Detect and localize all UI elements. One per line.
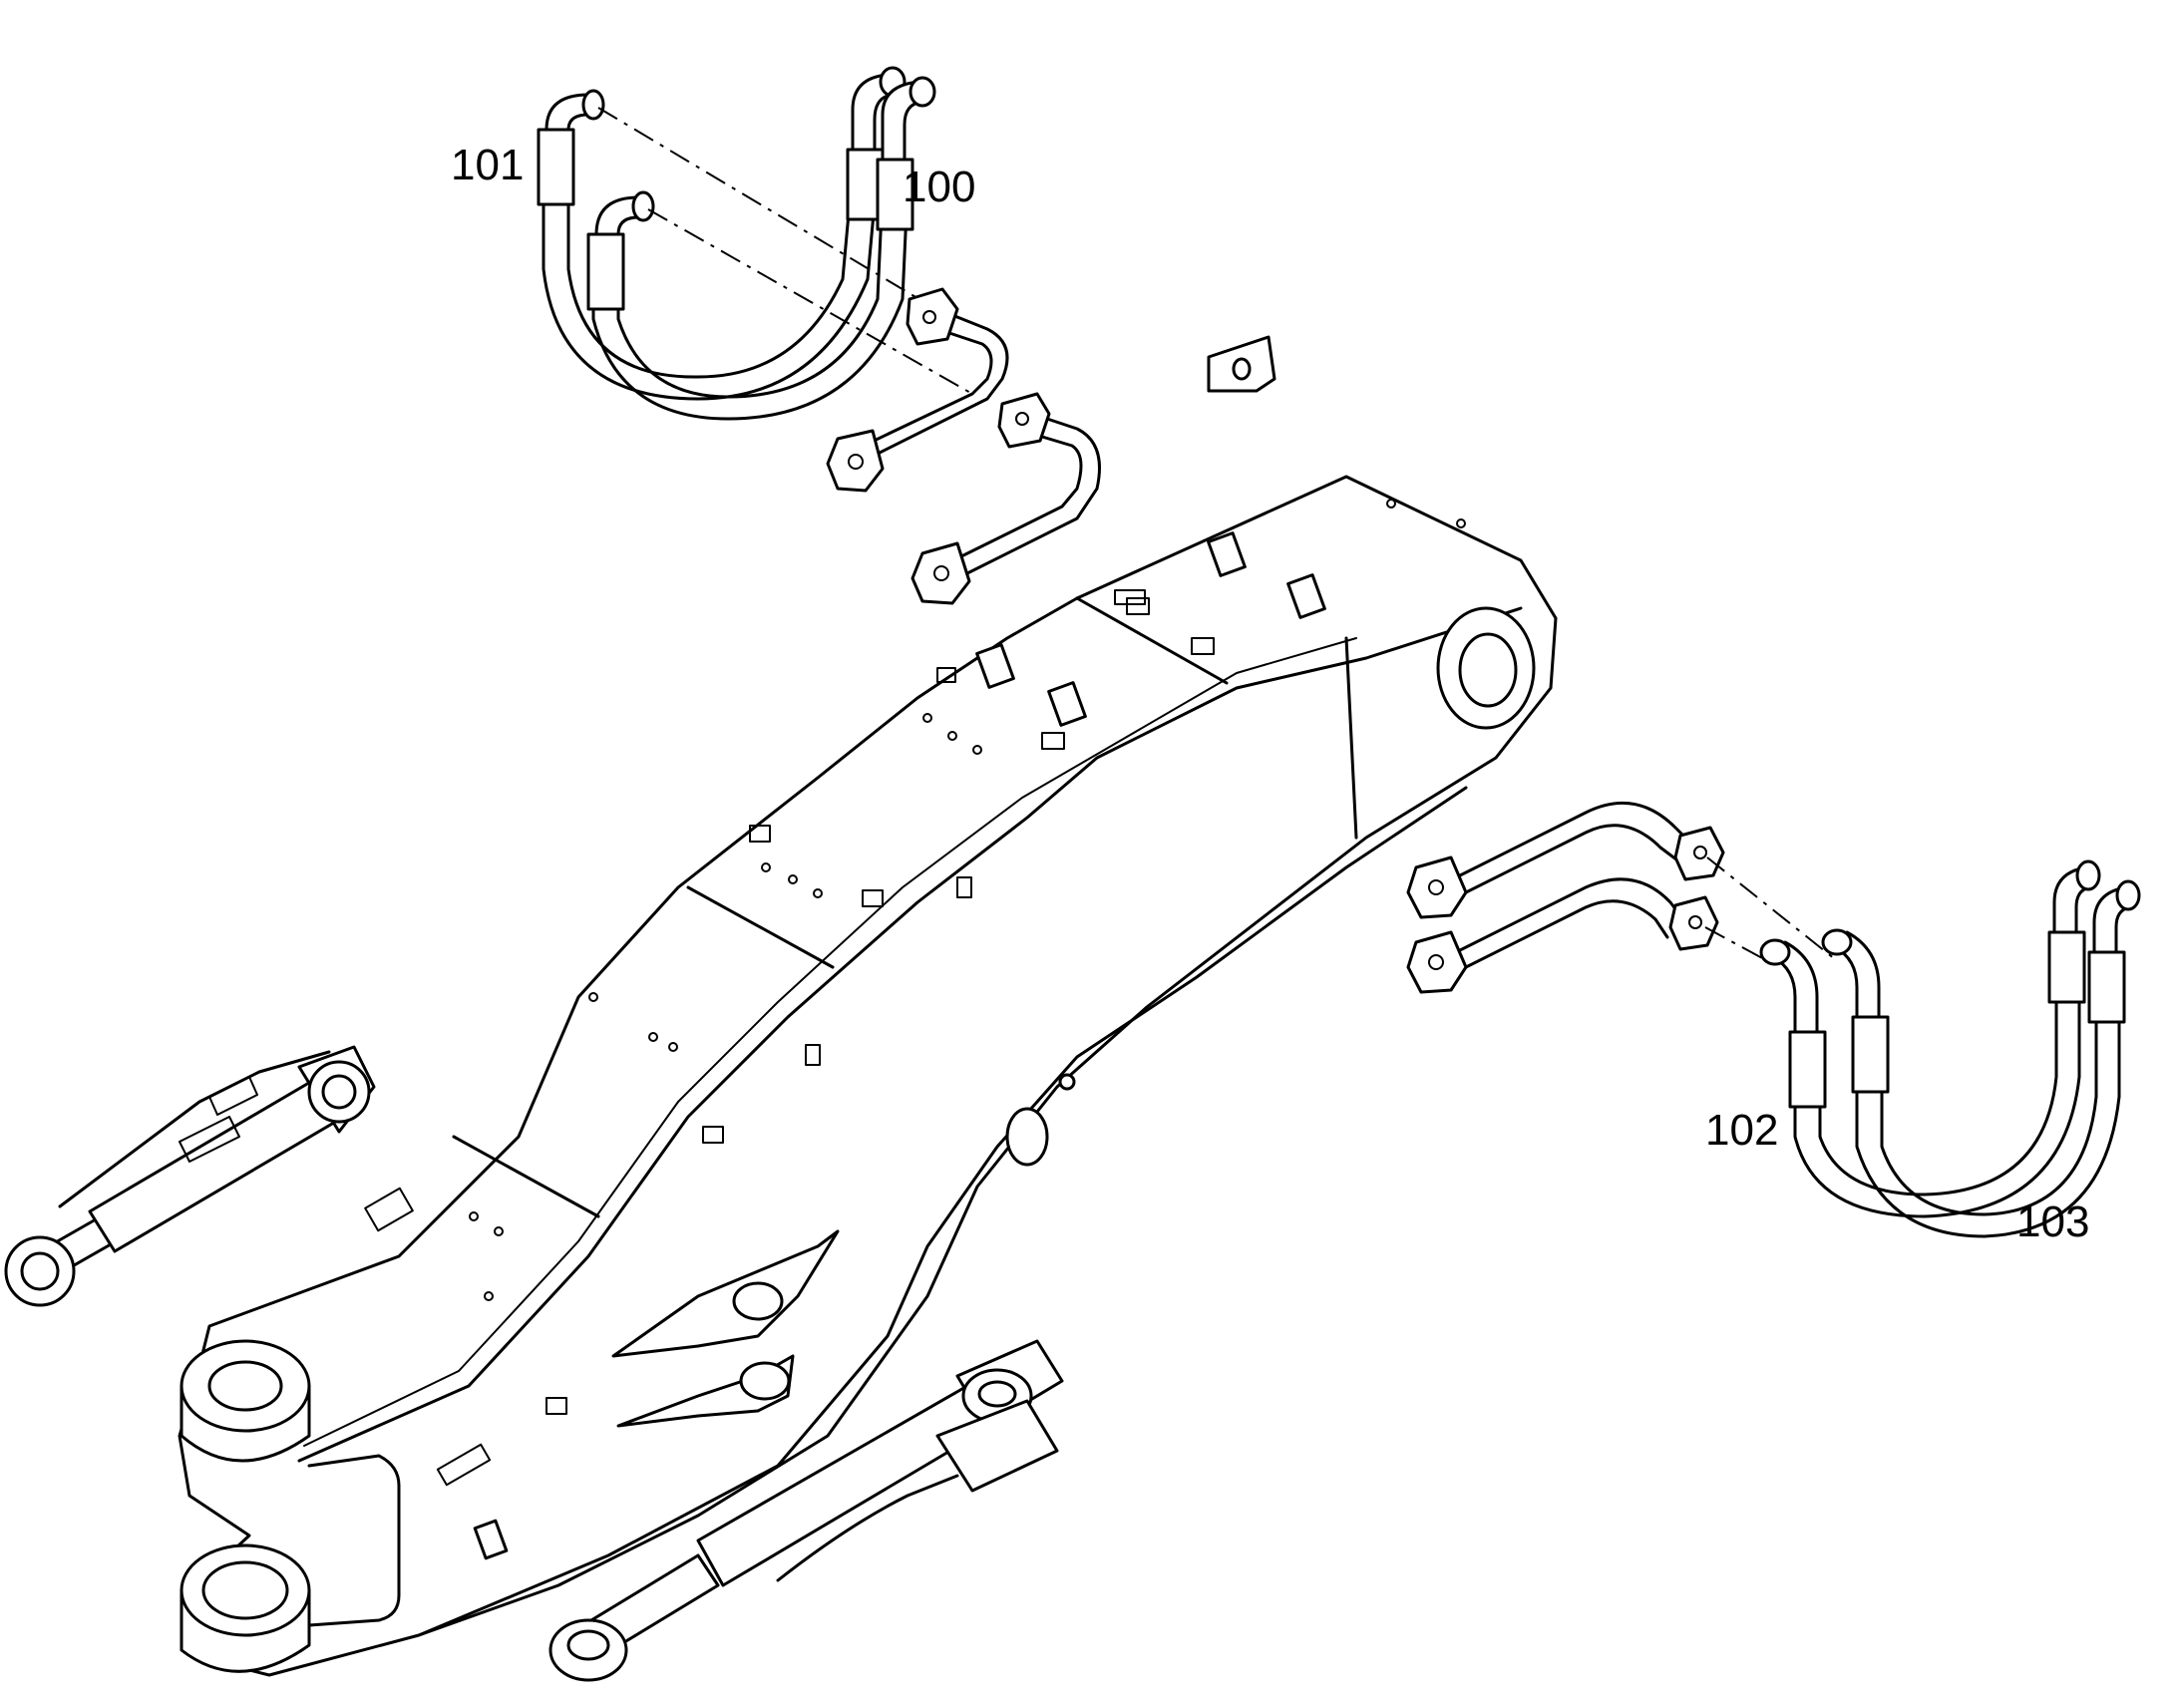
- cylinder-right-base-eye-hole: [977, 1380, 1017, 1408]
- hose-101-elbow-a: [545, 93, 590, 132]
- boom-grease-point: [1058, 1073, 1076, 1091]
- hose-103-outer: [1855, 985, 2121, 1238]
- hose-100-ferrule-a: [586, 232, 625, 311]
- cylinder-left-line: [58, 1050, 331, 1208]
- clip-4: [1047, 681, 1087, 727]
- hose-103-ferrule-a: [1851, 1015, 1890, 1094]
- centerline-103: [1706, 856, 1836, 960]
- boom-head-bore-inner: [1458, 632, 1518, 708]
- boom-foot-bosses: [180, 1339, 401, 1673]
- hose-103-fitting-b: [2115, 879, 2141, 911]
- hose-100-outer: [591, 187, 909, 421]
- hose-103-inner: [1880, 985, 2098, 1216]
- hose-103-fitting-a: [1821, 928, 1853, 956]
- cylinder-right-valve-block: [935, 1399, 1059, 1493]
- plate-seam-1: [452, 1135, 600, 1218]
- hose-101-inner: [566, 148, 855, 379]
- cylinder-right: [548, 1339, 1064, 1682]
- hose-100-inner: [616, 187, 885, 399]
- tube-r-lower-outer: [1454, 877, 1687, 954]
- tube-r-upper-inner: [1454, 824, 1682, 899]
- plate-seam-3: [1075, 596, 1229, 685]
- foot-boss-lower-hole: [201, 1560, 289, 1620]
- cylinder-lug-upper-hole: [732, 1281, 784, 1321]
- cylinder-left-rod-eye-hole: [20, 1251, 60, 1291]
- callout-102: 102: [1705, 1106, 1778, 1155]
- tube-r-upper-flange-a: [1406, 855, 1468, 919]
- anchor-plate-a-hole: [1232, 357, 1252, 381]
- hose-102-outer: [1793, 955, 2081, 1218]
- tube-lower-outer: [955, 412, 1101, 580]
- tube-upper-outer: [866, 307, 1009, 461]
- boom-lugs: [364, 335, 1466, 1560]
- cylinder-left: [4, 1045, 376, 1307]
- tube-r-lower-inner: [1454, 899, 1669, 974]
- callout-101: 101: [451, 141, 524, 189]
- clip-3: [975, 643, 1015, 689]
- tube-r-upper-flange-b: [1673, 826, 1725, 881]
- boom-body: [178, 475, 1558, 1677]
- pad-plates: [364, 589, 1215, 1487]
- foot-boss-web: [307, 1454, 401, 1627]
- centerline-100: [647, 208, 973, 395]
- hose-100-ferrule-b: [876, 158, 914, 231]
- plate-seam-2: [686, 885, 835, 969]
- tube-upper-inner: [866, 327, 993, 446]
- boom-top-ridge: [303, 637, 1357, 1447]
- plate-seam-4: [1344, 636, 1358, 840]
- hose-set-top: [537, 66, 1101, 605]
- centerline-102: [1704, 926, 1776, 966]
- foot-boss-upper-hole: [207, 1360, 283, 1412]
- hose-100-fitting-a: [631, 190, 655, 222]
- tube-upper-flange-a: [906, 287, 959, 346]
- boom-bottom-edge: [417, 786, 1468, 1637]
- hose-102-fitting-a: [1759, 938, 1791, 966]
- bolt-dots: [469, 499, 1466, 1301]
- clip-1: [1207, 531, 1247, 577]
- cylinder-right-hose: [776, 1474, 959, 1582]
- hose-102-inner: [1818, 955, 2058, 1196]
- hose-101-outer: [542, 148, 880, 401]
- cylinder-lug-lower-hole: [739, 1361, 791, 1401]
- hose-set-right: [1406, 801, 2141, 1238]
- cylinder-lug-lower: [616, 1354, 795, 1428]
- cylinder-left-base-eye-hole: [321, 1074, 357, 1110]
- cylinder-lug-upper: [611, 1229, 840, 1358]
- hose-100-fitting-b: [908, 76, 936, 108]
- hose-100-elbow-a: [594, 195, 640, 236]
- clip-2: [1286, 573, 1326, 619]
- callout-103: 103: [2016, 1197, 2089, 1246]
- tube-r-lower-flange-a: [1406, 930, 1468, 994]
- cylinder-right-rod-eye-hole: [566, 1629, 610, 1661]
- hose-101-ferrule-a: [537, 128, 575, 206]
- tube-upper-flange-b: [826, 429, 885, 493]
- tube-r-lower-flange-b: [1668, 895, 1719, 951]
- tube-lower-flange-b: [910, 541, 971, 605]
- tube-lower-flange-a: [997, 392, 1051, 449]
- cylinder-left-valve: [179, 1076, 258, 1163]
- tube-r-upper-outer: [1454, 801, 1697, 879]
- hose-101-fitting-a: [581, 89, 605, 121]
- hose-102-fitting-b: [2075, 859, 2101, 891]
- hose-102-ferrule-b: [2047, 930, 2086, 1004]
- tube-lower-inner: [955, 432, 1083, 560]
- callout-100: 100: [903, 163, 975, 211]
- boom-top-edge: [297, 606, 1523, 1463]
- clip-5: [473, 1519, 509, 1560]
- cylinder-left-barrel: [88, 1075, 346, 1253]
- hose-103-ferrule-b: [2087, 950, 2126, 1024]
- hose-102-ferrule-a: [1788, 1030, 1827, 1109]
- boom-bracket-hole: [1005, 1107, 1049, 1167]
